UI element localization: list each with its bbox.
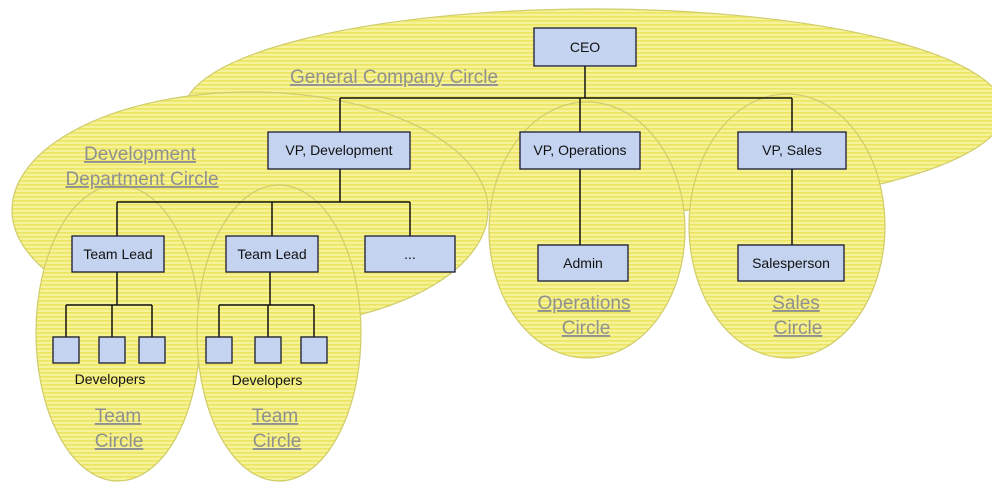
team-circle-2-label-line1: Team	[252, 406, 298, 427]
node-team-lead-1-label: Team Lead	[83, 246, 152, 262]
node-more: ...	[364, 235, 456, 273]
node-vp-development-label: VP, Development	[285, 142, 392, 158]
developer-boxes-team-2	[205, 336, 328, 364]
node-team-lead-2: Team Lead	[225, 235, 319, 273]
node-vp-sales-label: VP, Sales	[762, 142, 822, 158]
development-department-circle-label-line2: Department Circle	[65, 169, 218, 190]
developer-box	[205, 336, 233, 364]
developers-label-1: Developers	[75, 371, 146, 387]
node-vp-sales: VP, Sales	[737, 131, 847, 170]
sales-circle-label-line2: Circle	[774, 318, 823, 339]
node-admin: Admin	[537, 244, 629, 282]
general-company-circle-label: General Company Circle	[290, 67, 498, 88]
node-admin-label: Admin	[563, 255, 603, 271]
team-circle-1-label-line1: Team	[95, 406, 141, 427]
team-circle-1-label-line2: Circle	[95, 431, 144, 452]
node-team-lead-1: Team Lead	[71, 235, 165, 273]
node-vp-operations: VP, Operations	[519, 131, 641, 170]
node-vp-development: VP, Development	[267, 131, 411, 170]
operations-circle-label-line2: Circle	[562, 318, 611, 339]
developer-box	[300, 336, 328, 364]
operations-circle-label-line1: Operations	[538, 293, 631, 314]
node-more-label: ...	[404, 246, 416, 262]
team-circle-2-label-line2: Circle	[253, 431, 302, 452]
developer-box	[254, 336, 282, 364]
node-ceo: CEO	[533, 27, 637, 67]
node-team-lead-2-label: Team Lead	[237, 246, 306, 262]
node-ceo-label: CEO	[570, 39, 600, 55]
connector-lines	[65, 65, 793, 337]
developer-box	[98, 336, 126, 364]
developer-box	[52, 336, 80, 364]
developer-boxes-team-1	[52, 336, 166, 364]
developers-label-2: Developers	[232, 372, 303, 388]
developer-box	[138, 336, 166, 364]
node-salesperson: Salesperson	[737, 244, 845, 282]
development-department-circle-label-line1: Development	[84, 144, 197, 165]
sales-circle-label-line1: Sales	[772, 293, 820, 314]
node-salesperson-label: Salesperson	[752, 255, 830, 271]
node-vp-operations-label: VP, Operations	[533, 142, 626, 158]
